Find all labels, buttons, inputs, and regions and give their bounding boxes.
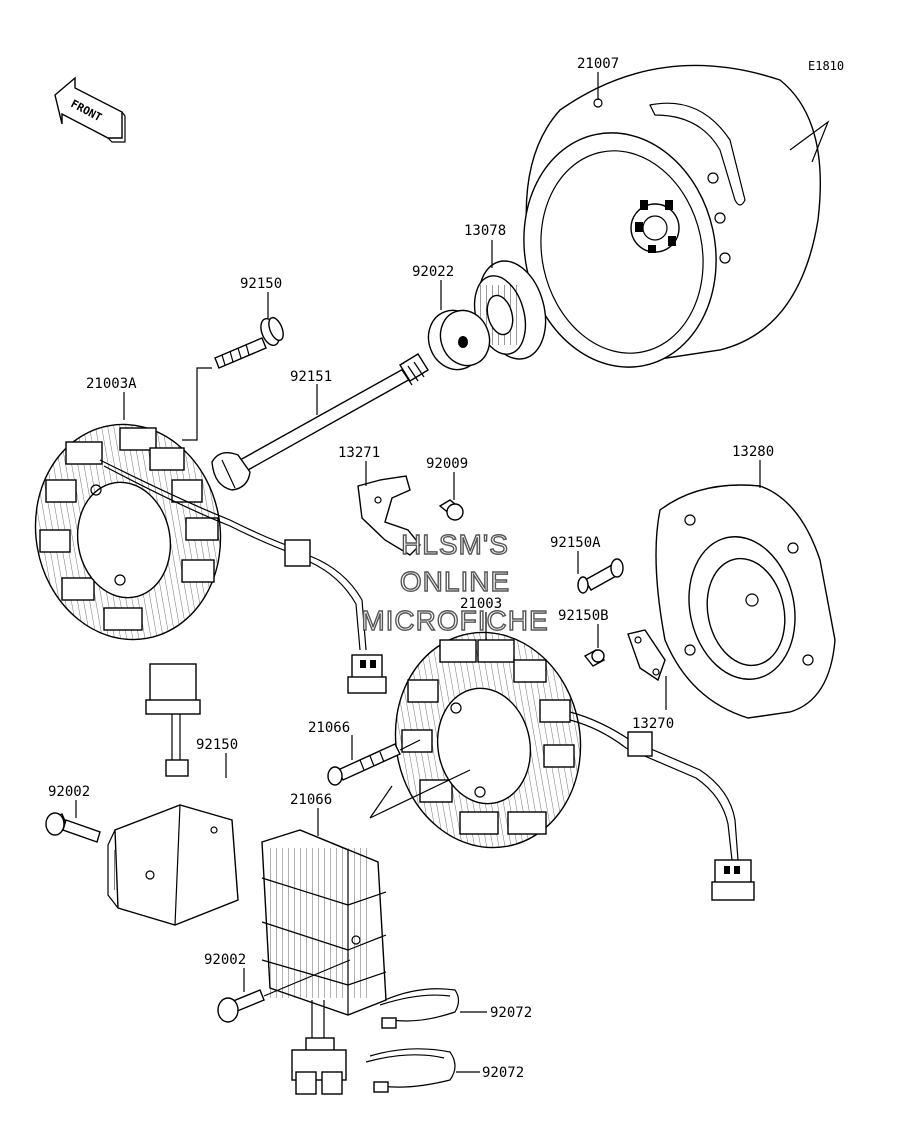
front-arrow-icon: FRONT <box>54 76 126 143</box>
watermark-line-2: ONLINE <box>400 566 510 597</box>
label-21066-1: 92150 <box>196 737 238 753</box>
label-92150a: 92150A <box>550 535 601 551</box>
bolt-92150b <box>583 649 606 667</box>
label-92150-top: 92150 <box>240 276 282 292</box>
stator-harness <box>569 711 755 901</box>
bolt-92150-top <box>214 316 284 369</box>
label-92151: 92151 <box>290 369 332 385</box>
bolt-92002-bottom <box>217 959 351 1023</box>
stator-21003 <box>369 631 582 849</box>
label-13271: 13271 <box>338 445 380 461</box>
stator-a-harness <box>284 539 387 694</box>
regulator-21066-2 <box>261 829 387 1095</box>
connector-icon <box>149 663 197 705</box>
label-92002-bottom: 92002 <box>204 952 246 968</box>
cover-13280 <box>655 484 836 719</box>
watermark-line-3: MICROFICHE <box>361 605 548 636</box>
diagram-code: E1810 <box>808 59 844 73</box>
label-92150-mid: 21066 <box>308 720 350 736</box>
label-92072-2: 92072 <box>482 1065 524 1081</box>
watermark: HLSM'S ONLINE MICROFICHE <box>361 528 549 636</box>
washer-92022 <box>427 309 491 371</box>
screw-92009 <box>438 499 464 521</box>
band-92072-1 <box>379 988 487 1029</box>
label-92002-left: 92002 <box>48 784 90 800</box>
label-13078: 13078 <box>464 223 506 239</box>
label-13270: 13270 <box>632 716 674 732</box>
bolt-92150-mid <box>327 739 421 786</box>
band-92072-2 <box>365 1048 480 1093</box>
label-92072-1: 92072 <box>490 1005 532 1021</box>
label-92022: 92022 <box>412 264 454 280</box>
bolt-92150a <box>577 558 624 594</box>
watermark-line-1: HLSM'S <box>401 529 509 560</box>
label-21007: 21007 <box>577 56 619 72</box>
starter-gear-13078 <box>473 260 547 360</box>
flywheel-hub <box>630 200 680 253</box>
bolt-92002-left <box>45 812 101 843</box>
regulator-21066-1 <box>107 663 239 926</box>
label-92009: 92009 <box>426 456 468 472</box>
label-92150b: 92150B <box>558 608 609 624</box>
label-21003: 21003 <box>460 596 502 612</box>
plate-13270 <box>627 629 666 682</box>
plate-13271 <box>357 475 421 556</box>
long-bolt-92151 <box>211 353 429 491</box>
label-13280: 13280 <box>732 444 774 460</box>
label-21003a: 21003A <box>86 376 137 392</box>
stator-21003a <box>34 423 301 641</box>
label-21066-2: 21066 <box>290 792 332 808</box>
flywheel-21007 <box>523 64 830 368</box>
